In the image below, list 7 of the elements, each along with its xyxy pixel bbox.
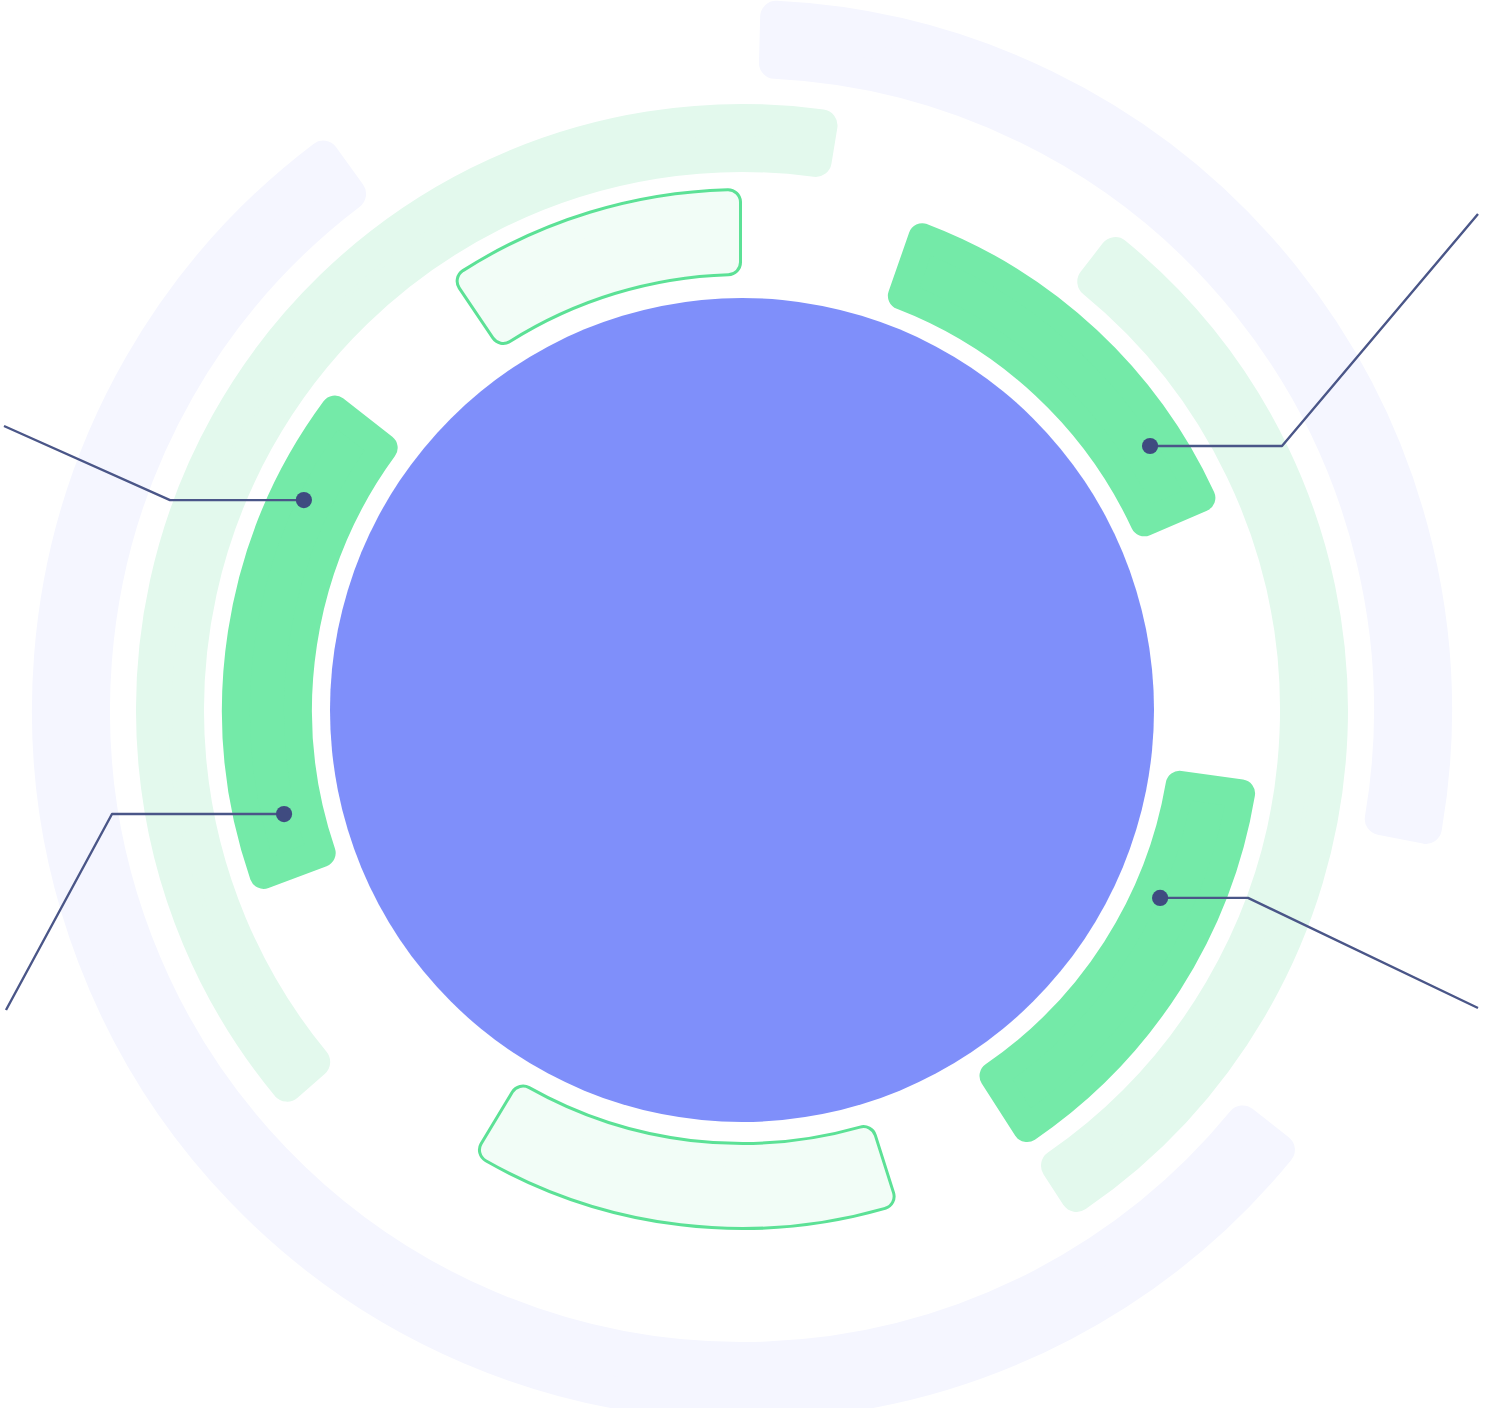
leader-line: [4, 805, 293, 1011]
leader-line: [1152, 889, 1479, 1010]
arc-segment: [974, 768, 1258, 1148]
arc-segment: [884, 218, 1220, 542]
leader-line: [1141, 213, 1479, 455]
center-circle: [330, 298, 1154, 1122]
leader-line: [3, 424, 312, 509]
